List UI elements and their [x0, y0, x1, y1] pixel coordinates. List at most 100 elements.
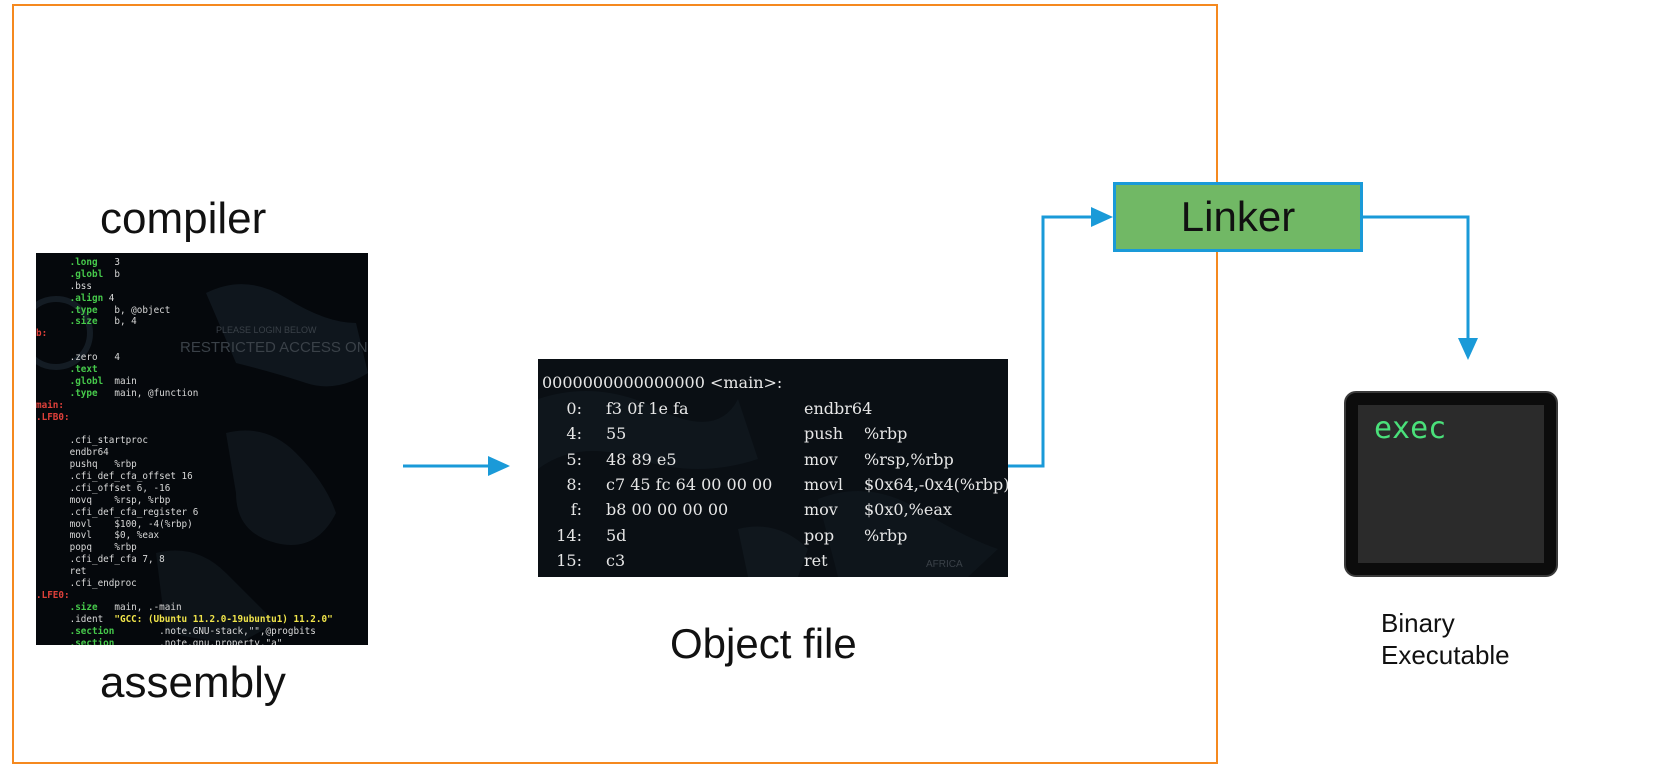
- object-file-dump: AFRICA 0000000000000000 <main>:0:f3 0f 1…: [538, 359, 1008, 577]
- arrowhead-linker: [1091, 207, 1113, 227]
- assembly-directive: .cfi_endproc: [69, 578, 137, 590]
- assembly-directive: .cfi_def_cfa_register: [69, 506, 188, 518]
- objdump-addr: 4:: [566, 424, 582, 444]
- linker-box: Linker: [1113, 182, 1363, 252]
- assembly-operand: 6: [187, 506, 199, 518]
- assembly-line: .bss: [36, 281, 368, 293]
- assembly-operand: b, 4: [97, 316, 137, 328]
- objdump-row: 14: 5d pop %rbp: [538, 526, 1008, 551]
- assembly-directive: popq: [69, 542, 92, 554]
- arrowhead-exec: [1458, 338, 1478, 360]
- assembly-directive: pushq: [69, 459, 98, 471]
- assembly-directive: .type: [69, 304, 98, 316]
- world-map-background-2: [538, 391, 998, 577]
- assembly-line: popq %rbp: [36, 542, 368, 554]
- assembly-directive: .cfi_startproc: [69, 435, 148, 447]
- assembly-line: .LFB0:: [36, 412, 368, 424]
- assembly-line: .cfi_def_cfa 7, 8: [36, 554, 368, 566]
- binary-executable-label: Binary Executable: [1381, 607, 1510, 671]
- assembly-line: [36, 423, 368, 435]
- assembly-directive: .text: [69, 364, 98, 376]
- assembly-operand: .note.gnu.property,"a": [114, 637, 283, 646]
- assembly-code-panel: PLEASE LOGIN BELOW RESTRICTED ACCESS ONL…: [36, 253, 368, 645]
- assembly-line: .LFE0:: [36, 590, 368, 602]
- watermark-africa: AFRICA: [926, 559, 963, 570]
- objdump-bytes: b8 00 00 00 00: [606, 500, 729, 520]
- assembly-directive: .align: [69, 292, 104, 304]
- assembly-line: .zero 4: [36, 352, 368, 364]
- assembly-line: .text: [36, 364, 368, 376]
- assembly-line: .long 3: [36, 257, 368, 269]
- assembly-directive: movl: [69, 530, 92, 542]
- linker-label: Linker: [1180, 193, 1296, 240]
- exec-terminal-icon: exec: [1344, 391, 1558, 577]
- assembly-operand: 16: [175, 471, 193, 483]
- assembly-operand: 6, -16: [131, 482, 171, 494]
- objdump-op: mov: [804, 500, 838, 520]
- assembly-line: endbr64: [36, 447, 368, 459]
- objdump-op: pop: [804, 525, 835, 545]
- assembly-directive: .section: [69, 625, 115, 637]
- assembly-directive: endbr64: [69, 447, 109, 459]
- assembly-line: .type main, @function: [36, 388, 368, 400]
- assembly-line: movl $100, -4(%rbp): [36, 519, 368, 531]
- assembly-line: ret: [36, 566, 368, 578]
- arrow-object-to-linker: [1008, 215, 1095, 468]
- objdump-addr: 14:: [556, 525, 582, 545]
- assembly-label-text: .LFE0:: [36, 589, 70, 601]
- assembly-directive: movl: [69, 518, 92, 530]
- assembly-directive: .type: [69, 387, 98, 399]
- objdump-op: push: [804, 424, 844, 444]
- exec-terminal-screen: exec: [1358, 405, 1544, 563]
- assembly-label: assembly: [100, 658, 286, 707]
- assembly-directive: .section: [69, 637, 115, 646]
- assembly-line: .cfi_startproc: [36, 435, 368, 447]
- binary-label-line1: Binary: [1381, 608, 1455, 638]
- assembly-directive: ret: [69, 566, 87, 578]
- assembly-line: .size b, 4: [36, 316, 368, 328]
- assembly-line: movl $0, %eax: [36, 530, 368, 542]
- assembly-operand: main, @function: [97, 387, 199, 399]
- assembly-label-text: b:: [36, 328, 48, 340]
- assembly-directive: movq: [69, 494, 92, 506]
- objdump-args: %rbp: [864, 424, 908, 444]
- assembly-operand: 4: [103, 292, 115, 304]
- assembly-line: .cfi_offset 6, -16: [36, 483, 368, 495]
- assembly-directive: .globl: [69, 268, 104, 280]
- objdump-args: %rbp: [864, 525, 908, 545]
- assembly-label-text: main:: [36, 399, 64, 411]
- objdump-bytes: c7 45 fc 64 00 00 00: [606, 474, 773, 494]
- assembly-line: .size main, .-main: [36, 602, 368, 614]
- assembly-line: movq %rsp, %rbp: [36, 495, 368, 507]
- assembly-line: .globl main: [36, 376, 368, 388]
- objdump-bytes: 5d: [606, 525, 627, 545]
- assembly-directive: .globl: [69, 375, 104, 387]
- objdump-op: movl: [804, 474, 843, 494]
- assembly-line: pushq %rbp: [36, 459, 368, 471]
- assembly-directive: .zero: [69, 352, 98, 364]
- assembly-operand: $100, -4(%rbp): [91, 518, 193, 530]
- objdump-op: endbr64: [804, 399, 873, 418]
- assembly-directive: .bss: [69, 280, 92, 292]
- assembly-line: .ident "GCC: (Ubuntu 11.2.0-19ubuntu1) 1…: [36, 614, 368, 626]
- assembly-line: .section .note.gnu.property,"a": [36, 638, 368, 646]
- arrowhead-object: [488, 456, 510, 476]
- assembly-line: .align 4: [36, 293, 368, 305]
- assembly-operand: $0, %eax: [91, 530, 160, 542]
- objdump-bytes: 48 89 e5: [606, 449, 677, 469]
- assembly-operand: %rsp, %rbp: [91, 494, 171, 506]
- object-file-label: Object file: [670, 620, 857, 667]
- compiler-label: compiler: [100, 194, 267, 243]
- assembly-operand: b: [103, 268, 120, 280]
- assembly-operand: b, @object: [97, 304, 171, 316]
- objdump-args: $0x64,-0x4(%rbp): [864, 474, 1008, 494]
- assembly-line: main:: [36, 400, 368, 412]
- assembly-line: b:: [36, 328, 368, 340]
- assembly-operand: 4: [97, 352, 120, 364]
- assembly-operand: 3: [97, 257, 120, 268]
